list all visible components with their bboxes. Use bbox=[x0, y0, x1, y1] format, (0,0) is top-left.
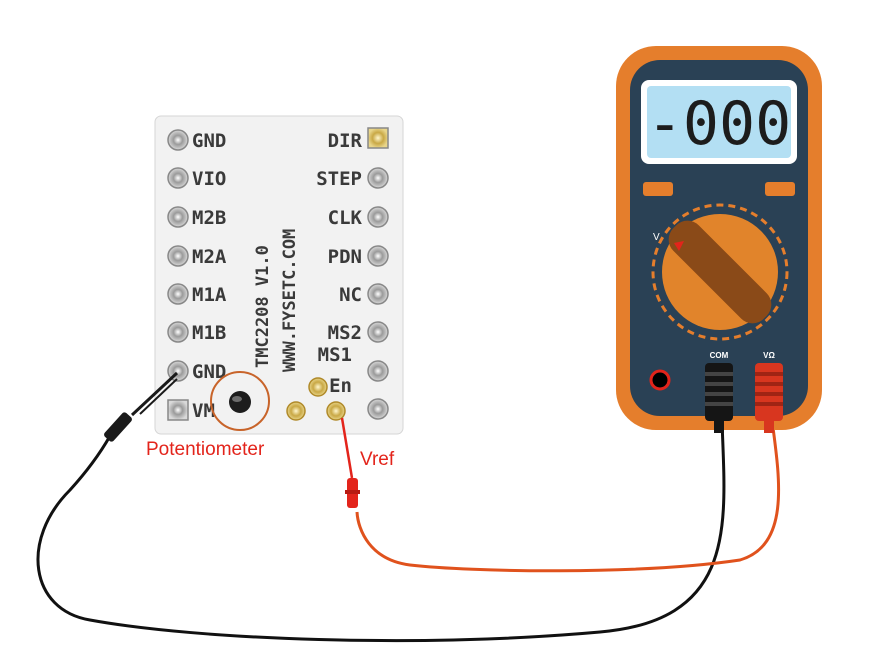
right-pin-labels: DIR STEP CLK PDN NC MS2 MS1 En bbox=[316, 130, 362, 397]
black-plug bbox=[705, 363, 733, 433]
com-jack-label: COM bbox=[710, 351, 729, 360]
board-url-silkscreen: WWW.FYSETC.COM bbox=[280, 229, 300, 372]
pin-label: NC bbox=[339, 284, 362, 306]
pin-pad bbox=[167, 167, 189, 189]
pin-label: M2B bbox=[192, 207, 226, 229]
black-probe bbox=[104, 371, 179, 442]
potentiometer bbox=[210, 371, 270, 431]
red-plug-ridge bbox=[755, 392, 783, 396]
pin-label: MS2 bbox=[328, 322, 362, 344]
pin-pad bbox=[167, 206, 189, 228]
vref-label: Vref bbox=[360, 449, 395, 470]
pin-pad bbox=[167, 129, 189, 151]
pcb bbox=[154, 115, 404, 435]
pin-label: GND bbox=[192, 130, 226, 152]
pin-label: STEP bbox=[316, 168, 362, 190]
meter-button-left bbox=[643, 182, 673, 196]
red-plug-tail bbox=[764, 421, 774, 433]
right-pin-pads bbox=[367, 127, 389, 420]
pin-label: MS1 bbox=[318, 344, 352, 366]
lcd-screen bbox=[647, 86, 791, 158]
black-plug-ridge bbox=[705, 392, 733, 396]
black-plug-ridge bbox=[705, 382, 733, 386]
red-probe-tip bbox=[340, 417, 354, 479]
pin-pad bbox=[367, 321, 389, 343]
multimeter: -000 V COM VΩ bbox=[616, 46, 822, 433]
pin-label: M1A bbox=[192, 284, 227, 306]
pin-pad bbox=[367, 283, 389, 305]
pin-label: PDN bbox=[328, 246, 362, 268]
pin-pad bbox=[167, 321, 189, 343]
black-probe-body bbox=[104, 412, 132, 442]
via-pad bbox=[308, 377, 328, 397]
pin-label: CLK bbox=[328, 207, 363, 229]
pin-label: VIO bbox=[192, 168, 226, 190]
ground-jack bbox=[649, 369, 671, 391]
pin-pad-square bbox=[367, 127, 389, 149]
black-test-lead bbox=[36, 419, 726, 642]
pin-label: M2A bbox=[192, 246, 227, 268]
pin-pad bbox=[167, 283, 189, 305]
left-pin-labels: GND VIO M2B M2A M1A M1B GND VM bbox=[192, 130, 227, 422]
pin-label: GND bbox=[192, 361, 226, 383]
red-probe-ring bbox=[345, 490, 360, 494]
potentiometer-highlight-ring bbox=[210, 371, 270, 431]
potentiometer-label: Potentiometer bbox=[146, 439, 265, 460]
potentiometer-knob bbox=[229, 391, 251, 413]
v-ohm-jack-label: VΩ bbox=[763, 351, 775, 360]
black-plug-ridge bbox=[705, 402, 733, 406]
pin-pad bbox=[367, 206, 389, 228]
pin-label: VM bbox=[192, 400, 215, 422]
pin-pad-square bbox=[167, 399, 189, 421]
black-plug-ridge bbox=[705, 372, 733, 376]
red-test-lead bbox=[355, 419, 781, 573]
dial-mark-label: V bbox=[653, 232, 660, 243]
pin-pad bbox=[367, 167, 389, 189]
dial-pointer-bar bbox=[668, 220, 772, 324]
pin-pad bbox=[167, 245, 189, 267]
black-probe-tip bbox=[139, 378, 178, 415]
red-probe bbox=[340, 417, 360, 508]
pin-pad bbox=[367, 360, 389, 382]
potentiometer-shine bbox=[232, 396, 242, 402]
lcd-reading: -000 bbox=[647, 89, 792, 159]
black-probe-tip bbox=[130, 371, 179, 417]
red-plug-ridge bbox=[755, 402, 783, 406]
via-pad bbox=[286, 401, 306, 421]
pin-pad bbox=[367, 398, 389, 420]
pin-label: DIR bbox=[328, 130, 363, 152]
red-plug bbox=[755, 363, 783, 433]
red-plug-ridge bbox=[755, 382, 783, 386]
tmc2208-driver-board: GND VIO M2B M2A M1A M1B GND VM DIR STEP … bbox=[154, 115, 404, 435]
dial-pointer-arrow bbox=[674, 241, 684, 251]
pin-label: En bbox=[329, 375, 352, 397]
meter-button-right bbox=[765, 182, 795, 196]
vref-test-pad bbox=[326, 401, 346, 421]
dial-dashed-ring bbox=[651, 203, 789, 341]
pin-pad bbox=[367, 245, 389, 267]
red-plug-ridge bbox=[755, 372, 783, 376]
left-pin-pads bbox=[167, 129, 189, 421]
board-model-silkscreen: TMC2208 V1.0 bbox=[253, 245, 273, 368]
pin-label: M1B bbox=[192, 322, 226, 344]
black-plug-tail bbox=[714, 421, 724, 433]
